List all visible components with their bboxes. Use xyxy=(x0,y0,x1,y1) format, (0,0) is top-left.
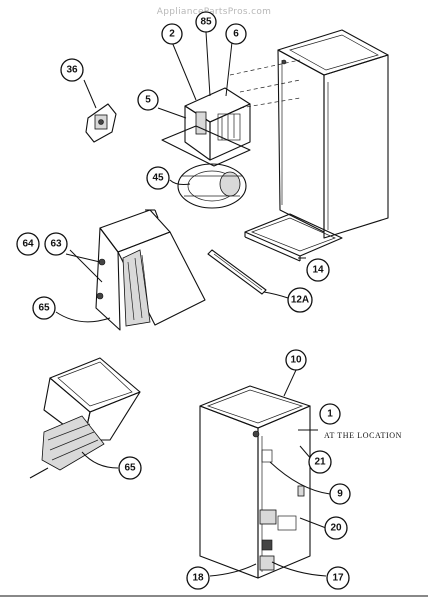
callout-36: 36 xyxy=(60,58,84,82)
svg-text:45: 45 xyxy=(152,173,164,184)
svg-text:64: 64 xyxy=(22,239,34,250)
svg-text:85: 85 xyxy=(200,17,212,28)
lower-cabinet xyxy=(199,385,311,579)
svg-text:36: 36 xyxy=(66,65,78,76)
callout-64: 64 xyxy=(16,232,40,256)
callout-12a: 12A xyxy=(287,287,313,313)
callout-45: 45 xyxy=(146,166,170,190)
mounting-bracket xyxy=(85,103,117,143)
filter-rail xyxy=(207,249,267,295)
callout-1: 1 xyxy=(319,403,341,425)
base-panel xyxy=(244,213,343,262)
callout-18: 18 xyxy=(186,566,210,590)
svg-text:2: 2 xyxy=(169,29,175,40)
callout-10: 10 xyxy=(285,349,307,371)
svg-text:6: 6 xyxy=(233,29,239,40)
svg-text:18: 18 xyxy=(192,573,204,584)
a-coil xyxy=(95,209,206,331)
svg-text:10: 10 xyxy=(290,355,302,366)
leader-lines xyxy=(55,31,331,577)
svg-text:21: 21 xyxy=(314,457,326,468)
callout-5: 5 xyxy=(137,89,159,111)
blower-assembly xyxy=(161,87,251,209)
callout-17: 17 xyxy=(326,566,350,590)
upper-cabinet xyxy=(229,29,389,239)
callout-85: 85 xyxy=(195,11,217,33)
svg-text:65: 65 xyxy=(38,303,50,314)
svg-text:17: 17 xyxy=(332,573,344,584)
callout-14: 14 xyxy=(306,258,330,282)
svg-text:63: 63 xyxy=(50,239,62,250)
svg-text:5: 5 xyxy=(145,95,151,106)
callout-63: 63 xyxy=(44,232,68,256)
svg-text:14: 14 xyxy=(312,265,324,276)
svg-text:12A: 12A xyxy=(291,295,309,306)
callout-2: 2 xyxy=(161,23,183,45)
svg-text:9: 9 xyxy=(337,489,343,500)
callout-21: 21 xyxy=(308,450,332,474)
svg-text:20: 20 xyxy=(330,523,342,534)
watermark-text: AppliancePartsPros.com xyxy=(157,7,271,17)
callout-6: 6 xyxy=(225,23,247,45)
callout-20: 20 xyxy=(324,516,348,540)
callout-9: 9 xyxy=(329,483,351,505)
horizontal-coil xyxy=(29,357,141,479)
svg-text:1: 1 xyxy=(327,409,333,420)
callout-65-upper: 65 xyxy=(32,296,56,320)
callout-65-lower: 65 xyxy=(118,456,142,480)
svg-text:65: 65 xyxy=(124,463,136,474)
location-note: AT THE LOCATION xyxy=(324,431,402,440)
